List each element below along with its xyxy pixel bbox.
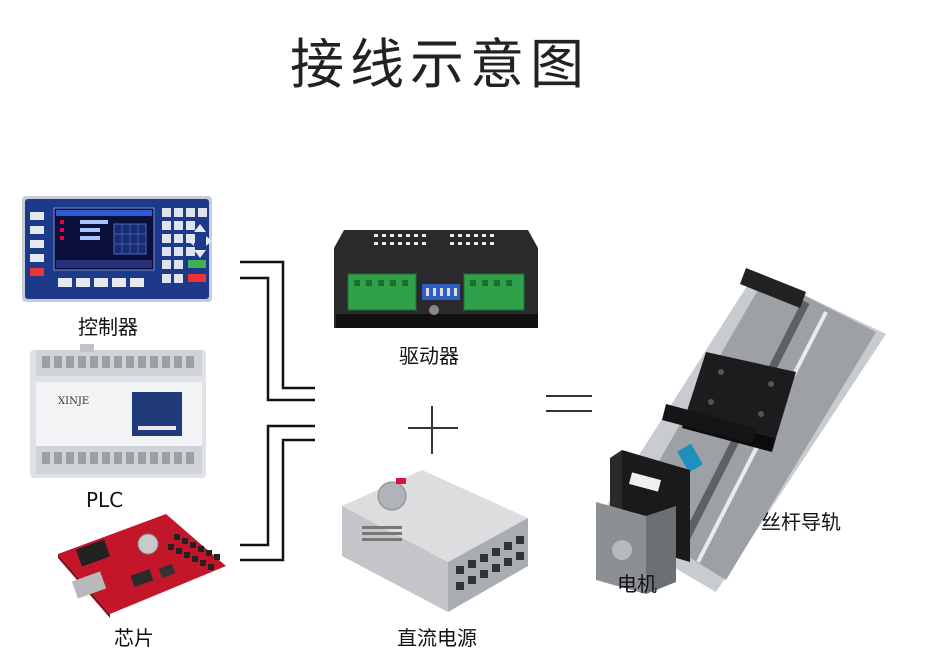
equals-symbol — [546, 395, 592, 412]
linear-guide-image — [596, 268, 886, 594]
plus-symbol — [408, 406, 458, 454]
chip-label: 芯片 — [114, 626, 154, 650]
plc-label: PLC — [86, 488, 124, 512]
power-supply-label: 直流电源 — [397, 626, 477, 650]
driver-image — [334, 230, 538, 328]
chip-board-image — [58, 514, 226, 618]
controller-image — [22, 196, 212, 302]
linear-guide-label: 丝杆导轨 — [761, 510, 841, 534]
plc-image: XINJE — [30, 344, 206, 478]
power-supply-image — [342, 470, 528, 612]
plc-brand-text: XINJE — [58, 396, 89, 407]
driver-label: 驱动器 — [399, 344, 459, 368]
motor-label: 电机 — [617, 572, 657, 596]
controller-label: 控制器 — [78, 315, 138, 339]
diagram-title: 接线示意图 — [290, 33, 590, 96]
